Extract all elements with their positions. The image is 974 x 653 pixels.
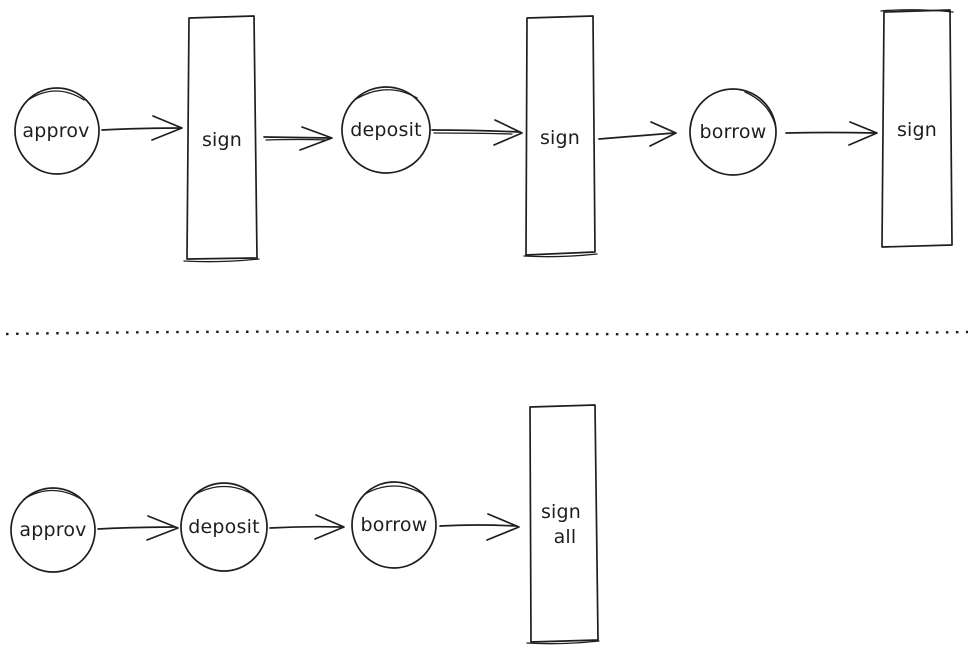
arrow-shaft-overdraw bbox=[433, 132, 513, 135]
node-top-approv: approv bbox=[14, 87, 100, 175]
node-label: deposit bbox=[188, 516, 259, 538]
edge-top-deposit-sign bbox=[431, 119, 523, 146]
node-label: sign bbox=[540, 127, 580, 149]
node-top-borrow: borrow bbox=[689, 88, 777, 176]
circle-overdraw-stroke bbox=[23, 489, 82, 500]
circle-shape bbox=[689, 88, 777, 176]
node-label: approv bbox=[19, 519, 86, 541]
arrow-head-icon bbox=[848, 121, 878, 146]
arrow-shaft bbox=[269, 525, 342, 529]
node-bottom-borrow: borrow bbox=[351, 481, 437, 569]
arrow-shaft bbox=[97, 526, 176, 530]
arrow-shaft bbox=[263, 136, 332, 139]
arrow-shaft bbox=[439, 524, 517, 527]
node-label: sign bbox=[897, 119, 937, 141]
rect-shape bbox=[186, 15, 258, 260]
bottom-flow: approv deposit borrow bbox=[10, 404, 600, 645]
rect-overdraw-stroke bbox=[523, 253, 598, 258]
arrow-head-icon bbox=[493, 119, 523, 146]
arrow-head-icon bbox=[151, 115, 183, 141]
rect-overdraw-stroke bbox=[183, 258, 260, 263]
node-label: sign bbox=[202, 129, 242, 151]
node-top-sign-3: sign bbox=[880, 9, 954, 248]
node-label: borrow bbox=[361, 514, 428, 536]
node-label: approv bbox=[22, 120, 89, 142]
edge-bottom-approv-deposit bbox=[97, 515, 179, 541]
arrow-head-icon bbox=[649, 121, 677, 147]
circle-shape bbox=[10, 487, 96, 573]
arrow-head-icon bbox=[314, 514, 345, 540]
circle-shape bbox=[14, 87, 100, 175]
rect-shape bbox=[529, 404, 599, 643]
circle-shape bbox=[341, 86, 431, 174]
edge-top-borrow-sign bbox=[785, 121, 878, 146]
arrow-head-icon bbox=[146, 515, 179, 541]
arrow-head-icon bbox=[486, 513, 520, 541]
circle-overdraw-stroke bbox=[744, 91, 776, 125]
rect-shape bbox=[525, 15, 596, 256]
arrow-shaft bbox=[431, 129, 521, 133]
arrow-shaft-overdraw bbox=[265, 138, 327, 141]
circle-overdraw-stroke bbox=[193, 485, 255, 496]
node-label-line-1: sign bbox=[541, 501, 581, 523]
node-label-line-2: all bbox=[554, 526, 577, 548]
circle-overdraw-stroke bbox=[364, 485, 424, 495]
rect-overdraw-stroke bbox=[880, 9, 954, 13]
edge-top-sign-borrow bbox=[598, 121, 677, 147]
node-bottom-sign-all: sign all bbox=[526, 404, 600, 645]
arrow-head-icon bbox=[299, 126, 333, 151]
circle-overdraw-stroke bbox=[355, 89, 418, 100]
node-top-deposit: deposit bbox=[341, 86, 431, 174]
dotted-divider-line bbox=[5, 330, 969, 336]
circle-shape bbox=[351, 481, 437, 569]
top-flow: approv sign dep bbox=[14, 9, 954, 263]
node-top-sign-2: sign bbox=[523, 15, 598, 258]
node-bottom-deposit: deposit bbox=[180, 482, 268, 572]
node-bottom-approv: approv bbox=[10, 487, 96, 573]
node-top-sign-1: sign bbox=[183, 15, 260, 263]
edge-bottom-borrow-signall bbox=[439, 513, 520, 541]
node-label: deposit bbox=[350, 119, 421, 141]
arrow-shaft bbox=[785, 131, 876, 134]
node-label: borrow bbox=[700, 121, 767, 143]
arrow-shaft bbox=[598, 132, 675, 140]
circle-overdraw-stroke bbox=[27, 90, 85, 101]
edge-top-approv-sign bbox=[101, 115, 183, 141]
arrow-shaft bbox=[101, 127, 180, 131]
edge-top-sign-deposit bbox=[263, 126, 333, 151]
circle-shape bbox=[180, 482, 268, 572]
edge-bottom-deposit-borrow bbox=[269, 514, 345, 540]
rect-overdraw-stroke bbox=[526, 640, 600, 645]
